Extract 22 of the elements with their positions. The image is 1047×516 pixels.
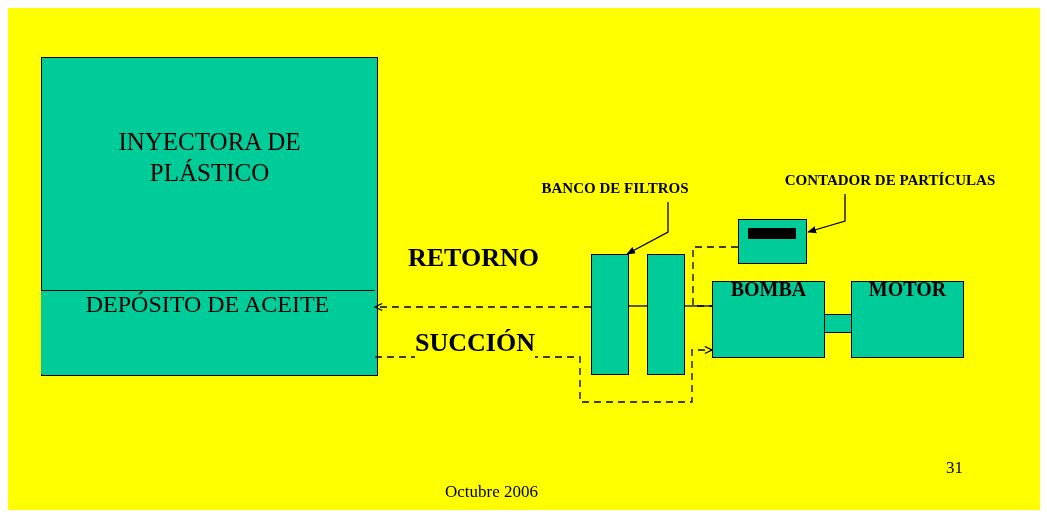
leader-line (807, 193, 846, 234)
motor-box (851, 281, 964, 358)
pipe-line (692, 246, 739, 307)
date-text: Octubre 2006 (445, 482, 538, 502)
box-label: BOMBA (729, 278, 808, 301)
box-label: INYECTORA DE PLÁSTICO (117, 127, 302, 189)
box-label: DEPÓSITO DE ACEITE (84, 290, 331, 318)
filter-box (647, 254, 685, 375)
particle-counter-box (738, 219, 807, 264)
callout-text: BANCO DE FILTROS (540, 180, 690, 197)
pump-box (712, 281, 825, 358)
edge-label: SUCCIÓN (415, 328, 535, 358)
return-line (374, 302, 592, 312)
injector-machine-box (41, 57, 378, 376)
page-number: 31 (946, 458, 963, 478)
box-label: MOTOR (867, 278, 948, 301)
coupling-box (824, 314, 852, 333)
filter-box (591, 254, 629, 375)
leader-line (626, 201, 669, 255)
pipe-line (628, 305, 648, 307)
callout-text: CONTADOR DE PARTÍCULAS (783, 172, 997, 189)
oil-tank-section (40, 289, 375, 374)
